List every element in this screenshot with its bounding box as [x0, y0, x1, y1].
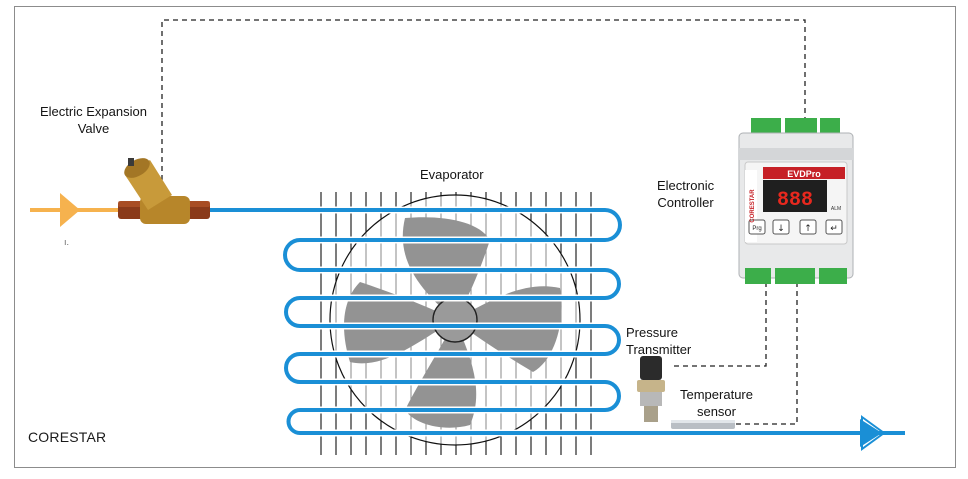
label-pressure-line1: Pressure: [626, 325, 679, 340]
label-temperature-sensor: Temperature sensor: [680, 386, 753, 420]
controller-side-brand: CORESTAR: [750, 189, 756, 223]
label-expansion-valve-line2: Valve: [77, 121, 110, 136]
label-temperature-line1: Temperature: [680, 387, 753, 402]
controller-button-prg: Prg: [752, 226, 761, 232]
label-controller-line1: Electronic: [657, 178, 715, 193]
label-expansion-valve-line1: Electric Expansion: [40, 104, 147, 119]
label-pressure-transmitter: Pressure Transmitter: [626, 324, 691, 358]
outlet-flow-arrow: [860, 419, 882, 447]
controller-button-up: ↑: [804, 224, 812, 234]
controller-button-enter: ↵: [830, 224, 838, 234]
pressure-transmitter-image: [637, 356, 665, 422]
brand-name: CORESTAR: [28, 429, 107, 445]
label-temperature-line2: sensor: [696, 404, 736, 419]
temperature-sensor-image: [671, 420, 735, 429]
controller-button-down: ↓: [777, 224, 785, 234]
temperature-signal-wire: [733, 282, 798, 425]
label-pressure-line2: Transmitter: [626, 342, 692, 357]
controller-alarm-label: ALM: [831, 206, 841, 212]
controller-display: 888: [777, 189, 813, 212]
label-controller: Electronic Controller: [657, 177, 714, 211]
diagram-frame: [14, 6, 956, 468]
label-expansion-valve: Electric Expansion Valve: [40, 103, 147, 137]
label-evaporator: Evaporator: [420, 167, 484, 182]
controller-model: EVDPro: [787, 169, 821, 179]
label-controller-line2: Controller: [657, 195, 714, 210]
pressure-signal-wire: [672, 282, 767, 367]
stray-mark: ı.: [64, 237, 70, 247]
expansion-valve-image: [118, 158, 210, 224]
inlet-flow-arrow: [60, 193, 80, 227]
valve-control-wire: [161, 19, 806, 180]
electronic-controller: [738, 118, 854, 284]
